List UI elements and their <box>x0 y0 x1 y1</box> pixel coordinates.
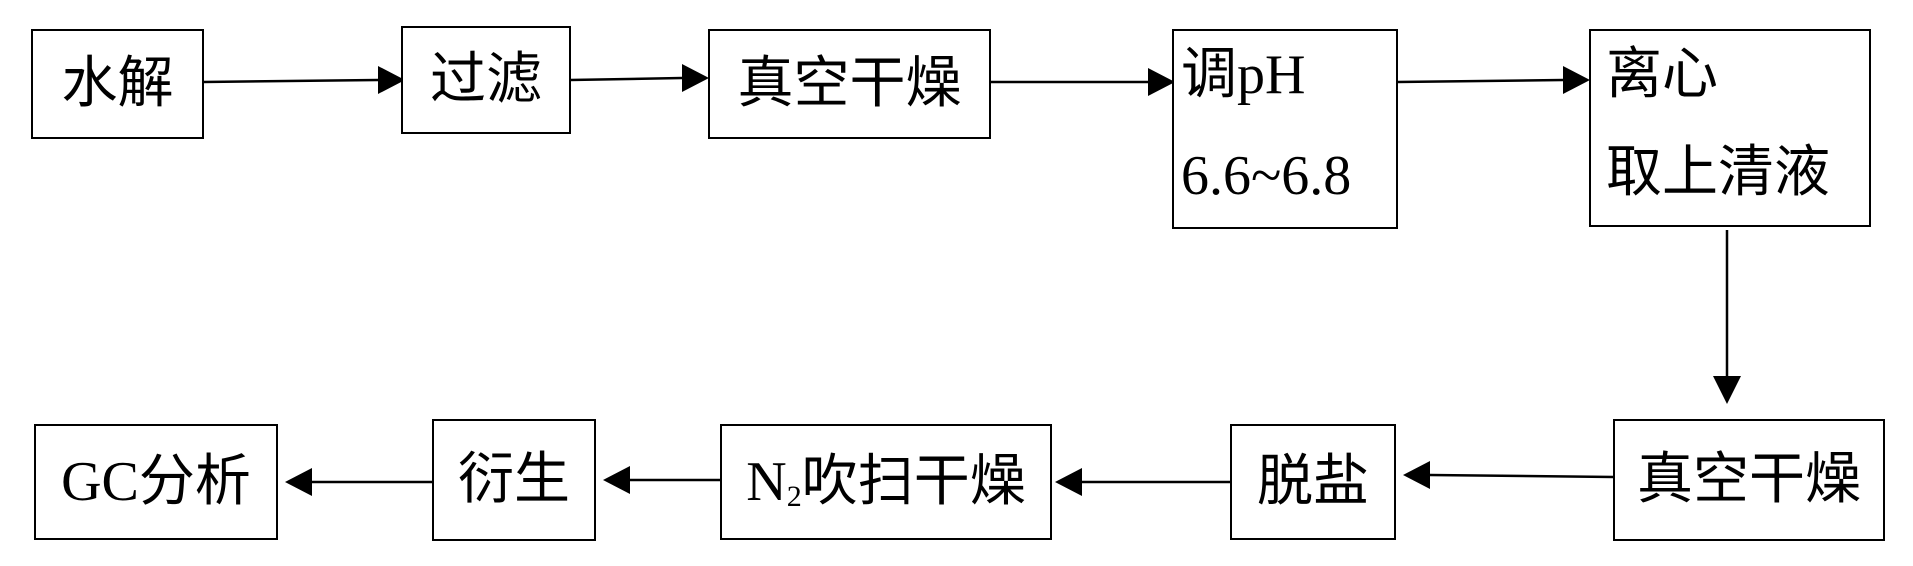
arrow-adjust-ph-to-centrifuge <box>1396 66 1590 94</box>
step-adjust-ph-line-1: 调pH <box>1181 44 1305 106</box>
step-filtration: 过滤 <box>401 26 571 134</box>
step-vacuum-dry-1: 真空干燥 <box>708 29 991 139</box>
n2-symbol: N <box>746 451 786 513</box>
step-filtration-label: 过滤 <box>430 49 542 111</box>
arrow-filtration-to-vacuum-dry-1 <box>569 64 709 92</box>
arrow-desalting-to-n2-blow-dry <box>1055 468 1231 496</box>
arrow-centrifuge-to-vacuum-dry-2 <box>1713 230 1741 404</box>
step-vacuum-dry-2: 真空干燥 <box>1613 419 1885 541</box>
arrow-vacuum-dry-2-to-desalting <box>1403 461 1615 489</box>
n2-subscript: 2 <box>787 480 802 513</box>
step-desalting-label: 脱盐 <box>1257 451 1369 513</box>
arrow-n2-blow-dry-to-derivatization <box>603 466 721 494</box>
step-centrifuge-line-1: 离心 <box>1606 44 1718 106</box>
n2-blow-dry-text: 吹扫干燥 <box>802 451 1026 513</box>
step-vacuum-dry-1-label: 真空干燥 <box>738 53 962 115</box>
arrow-vacuum-dry-1-to-adjust-ph <box>990 68 1175 96</box>
step-adjust-ph-line-2: 6.6~6.8 <box>1181 145 1351 207</box>
step-centrifuge: 离心 取上清液 <box>1589 29 1871 227</box>
step-hydrolysis-label: 水解 <box>62 53 174 115</box>
step-gc-analysis: GC分析 <box>34 424 278 540</box>
step-desalting: 脱盐 <box>1230 424 1396 540</box>
step-derivatization-label: 衍生 <box>458 449 570 511</box>
arrow-hydrolysis-to-filtration <box>202 66 405 94</box>
step-n2-blow-dry-label: N2吹扫干燥 <box>746 451 1025 513</box>
step-hydrolysis: 水解 <box>31 29 204 139</box>
step-derivatization: 衍生 <box>432 419 596 541</box>
step-n2-blow-dry: N2吹扫干燥 <box>720 424 1052 540</box>
step-centrifuge-line-2: 取上清液 <box>1606 142 1830 204</box>
arrow-derivatization-to-gc-analysis <box>285 468 433 496</box>
step-adjust-ph: 调pH 6.6~6.8 <box>1172 29 1398 229</box>
step-vacuum-dry-2-label: 真空干燥 <box>1637 449 1861 511</box>
step-gc-analysis-label: GC分析 <box>61 451 251 513</box>
